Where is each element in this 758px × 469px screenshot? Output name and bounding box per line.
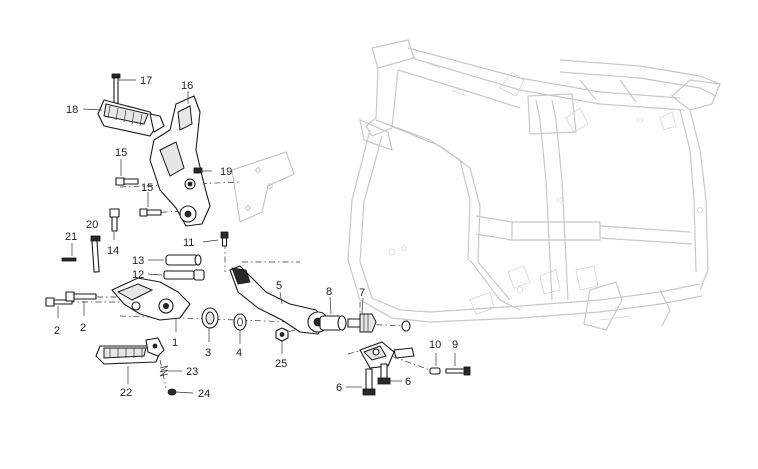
callout-1: 1 <box>172 337 178 349</box>
callout-2-right: 2 <box>80 322 86 334</box>
bolt-11 <box>220 231 229 247</box>
callout-9: 9 <box>452 339 458 351</box>
frame-nut <box>401 320 411 332</box>
callout-14: 14 <box>107 245 119 257</box>
callout-3: 3 <box>205 347 211 359</box>
bearing-3 <box>201 307 219 329</box>
spacer-12 <box>163 269 205 281</box>
callout-12: 12 <box>132 269 144 281</box>
bolt-9 <box>445 366 471 376</box>
callout-2-left: 2 <box>54 325 60 337</box>
callout-24: 24 <box>198 388 210 400</box>
motorcycle-frame <box>347 39 721 331</box>
callout-15-upper: 15 <box>115 147 127 159</box>
spring-23 <box>159 365 169 377</box>
bolt-15-lower <box>139 208 162 217</box>
bracket-6-assembly <box>359 341 415 369</box>
bushing-8 <box>319 315 347 331</box>
callout-20: 20 <box>86 219 98 231</box>
long-bolt-20 <box>90 235 101 273</box>
lower-footpeg-22 <box>95 337 165 365</box>
callout-25: 25 <box>275 358 287 370</box>
callout-10: 10 <box>429 339 441 351</box>
callout-6-left: 6 <box>336 382 342 394</box>
callout-21: 21 <box>65 231 77 243</box>
callout-18: 18 <box>66 104 78 116</box>
callout-5: 5 <box>276 280 282 292</box>
washer-4 <box>233 313 247 331</box>
upper-footpeg-18 <box>97 99 165 137</box>
callout-23: 23 <box>186 366 198 378</box>
bolt-2-right <box>65 291 97 302</box>
spacer-10 <box>429 367 441 375</box>
bolt-15-upper <box>115 177 139 186</box>
callout-4: 4 <box>236 347 242 359</box>
callout-labels: 17 18 16 15 19 15 20 14 21 11 13 12 5 8 … <box>54 75 458 400</box>
callout-8: 8 <box>326 286 332 298</box>
detent-ball-24 <box>167 388 177 396</box>
callout-22: 22 <box>120 387 132 399</box>
pivot-bolt-7 <box>347 313 377 333</box>
callout-7: 7 <box>359 287 365 299</box>
callout-16: 16 <box>181 80 193 92</box>
footpeg-bracket-16 <box>149 95 211 227</box>
callout-13: 13 <box>132 255 144 267</box>
callout-17: 17 <box>140 75 152 87</box>
bolt-2-left <box>45 297 73 307</box>
bolt-14 <box>109 208 120 232</box>
leader-lines <box>57 79 456 394</box>
bolt-6-left <box>362 368 376 396</box>
mounting-plate <box>231 151 295 223</box>
callout-15-lower: 15 <box>141 182 153 194</box>
lower-bracket-1 <box>111 277 191 321</box>
pin-21 <box>61 257 77 262</box>
screw-19 <box>193 167 203 174</box>
callout-11: 11 <box>183 237 194 249</box>
callout-19: 19 <box>220 166 232 178</box>
bushing-13 <box>165 254 202 266</box>
pin-17 <box>111 73 121 104</box>
callout-6-right: 6 <box>405 376 411 388</box>
nut-25 <box>275 327 289 342</box>
